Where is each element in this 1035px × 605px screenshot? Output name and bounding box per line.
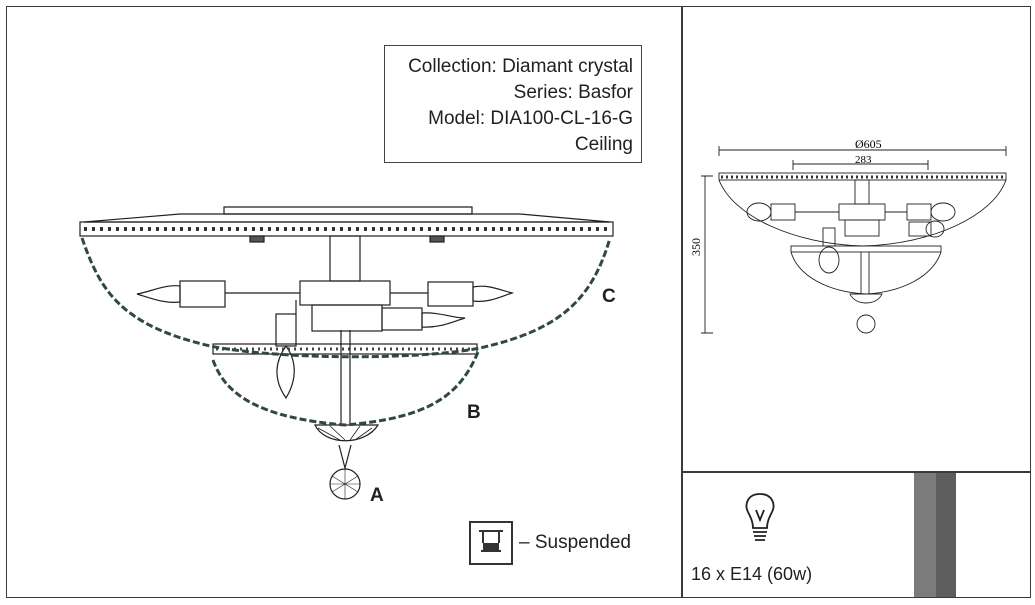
label-c: C bbox=[602, 286, 616, 307]
inner-width-dimension: 283 bbox=[855, 154, 872, 166]
suspended-legend: – Suspended bbox=[469, 519, 631, 567]
collection-text: Collection: Diamant crystal bbox=[408, 56, 633, 77]
color-swatch-light bbox=[914, 473, 936, 597]
model-text: Model: DIA100-CL-16-G bbox=[428, 108, 633, 129]
chandelier-front-drawing bbox=[79, 206, 614, 500]
label-a: A bbox=[370, 485, 384, 506]
series-text: Series: Basfor bbox=[513, 82, 633, 103]
height-dimension: 350 bbox=[689, 238, 703, 256]
color-swatch-dark bbox=[936, 473, 956, 597]
label-b: B bbox=[467, 402, 481, 423]
chandelier-dimension-drawing: Ø605 283 350 bbox=[689, 137, 1007, 334]
right-bottom-divider bbox=[681, 471, 1031, 473]
main-frame bbox=[6, 6, 1031, 598]
suspended-label: – Suspended bbox=[519, 532, 631, 553]
bulb-spec: 16 x E14 (60w) bbox=[691, 564, 813, 584]
product-info-box: Collection: Diamant crystal Series: Basf… bbox=[384, 45, 642, 163]
mount-type-text: Ceiling bbox=[574, 134, 633, 155]
diameter-dimension: Ø605 bbox=[855, 137, 882, 151]
light-bulb-icon bbox=[745, 493, 775, 541]
suspended-mount-icon bbox=[469, 521, 513, 565]
right-divider bbox=[681, 6, 683, 598]
